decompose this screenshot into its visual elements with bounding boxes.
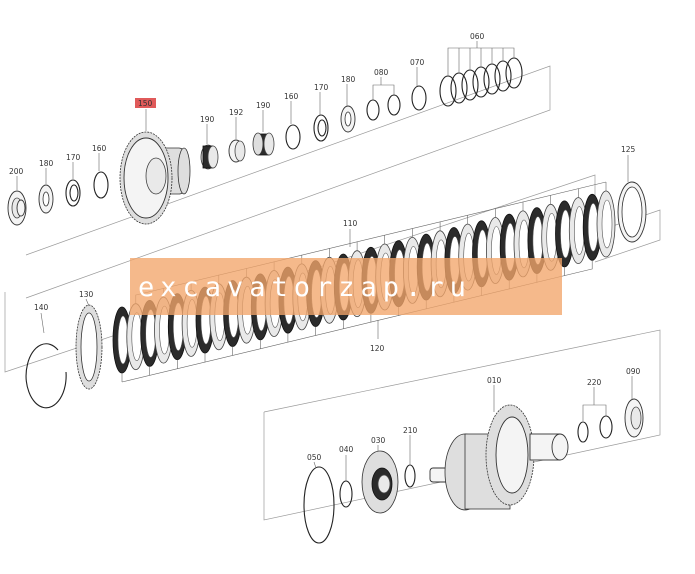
label-060: 060: [470, 32, 485, 41]
part-130-end-plate[interactable]: [75, 304, 103, 390]
part-150-gear-shaft[interactable]: [119, 131, 191, 225]
part-180-thrust-washer-upper[interactable]: [340, 105, 356, 133]
part-192-sleeve[interactable]: [228, 139, 246, 163]
label-120: 120: [370, 344, 385, 353]
part-170-needle-bearing[interactable]: [65, 179, 81, 207]
label-125: 125: [621, 145, 636, 154]
disc-bore: [601, 199, 613, 249]
part-140-snap-ring[interactable]: [25, 343, 67, 409]
label-070: 070: [410, 58, 425, 67]
label-050: 050: [307, 453, 322, 462]
label-010: 010: [487, 376, 502, 385]
part-080-snap-rings[interactable]: [366, 94, 401, 121]
label-030: 030: [371, 436, 386, 445]
part-040-o-ring[interactable]: [339, 480, 353, 508]
label-170-upper: 170: [314, 83, 329, 92]
disc-bore: [131, 312, 143, 362]
watermark-text: excavatorzap.ru: [138, 272, 472, 303]
label-140: 140: [34, 303, 49, 312]
part-090-bearing[interactable]: [624, 398, 644, 438]
part-190-needle-bearing[interactable]: [200, 144, 219, 170]
part-200-bearing[interactable]: [7, 190, 27, 226]
watermark-band: [130, 258, 562, 315]
label-170-lower: 170: [66, 153, 81, 162]
bottom-leader-lines: [313, 376, 633, 481]
middle-leader-lines: [40, 155, 629, 339]
part-125-pressure-plate[interactable]: [617, 181, 647, 243]
label-040: 040: [339, 445, 354, 454]
part-210-ring[interactable]: [404, 464, 416, 488]
part-180-thrust-washer[interactable]: [38, 184, 54, 214]
disc-bore: [573, 206, 585, 255]
label-190-lower: 190: [200, 115, 215, 124]
watermark: excavatorzap.ru: [130, 258, 562, 315]
highlight-box-150: [135, 98, 156, 108]
label-090: 090: [626, 367, 641, 376]
part-010-clutch-carrier[interactable]: [429, 404, 569, 511]
part-160-ring[interactable]: [93, 171, 109, 199]
label-110: 110: [343, 219, 358, 228]
part-070-ring[interactable]: [411, 85, 427, 111]
label-192: 192: [229, 108, 244, 117]
label-190-upper: 190: [256, 101, 271, 110]
bottom-assembly-frame: [263, 329, 661, 521]
label-210: 210: [403, 426, 418, 435]
part-labels: 060 080 070 180 170 160 190 192 190 150 …: [9, 32, 641, 462]
part-160-ring-upper[interactable]: [285, 124, 301, 150]
label-220: 220: [587, 378, 602, 387]
label-200: 200: [9, 167, 24, 176]
label-180-upper: 180: [341, 75, 356, 84]
top-leader-lines: [16, 41, 515, 190]
part-190b-needle-bearing[interactable]: [252, 132, 275, 156]
label-160-lower: 160: [92, 144, 107, 153]
label-130: 130: [79, 290, 94, 299]
part-050-seal-ring[interactable]: [303, 466, 335, 544]
label-180-lower: 180: [39, 159, 54, 168]
top-assembly-frame: [25, 65, 551, 299]
label-160-upper: 160: [284, 92, 299, 101]
part-030-piston[interactable]: [361, 450, 399, 514]
part-170-needle-bearing-upper[interactable]: [313, 114, 329, 142]
label-150: 150: [138, 99, 153, 108]
label-080: 080: [374, 68, 389, 77]
